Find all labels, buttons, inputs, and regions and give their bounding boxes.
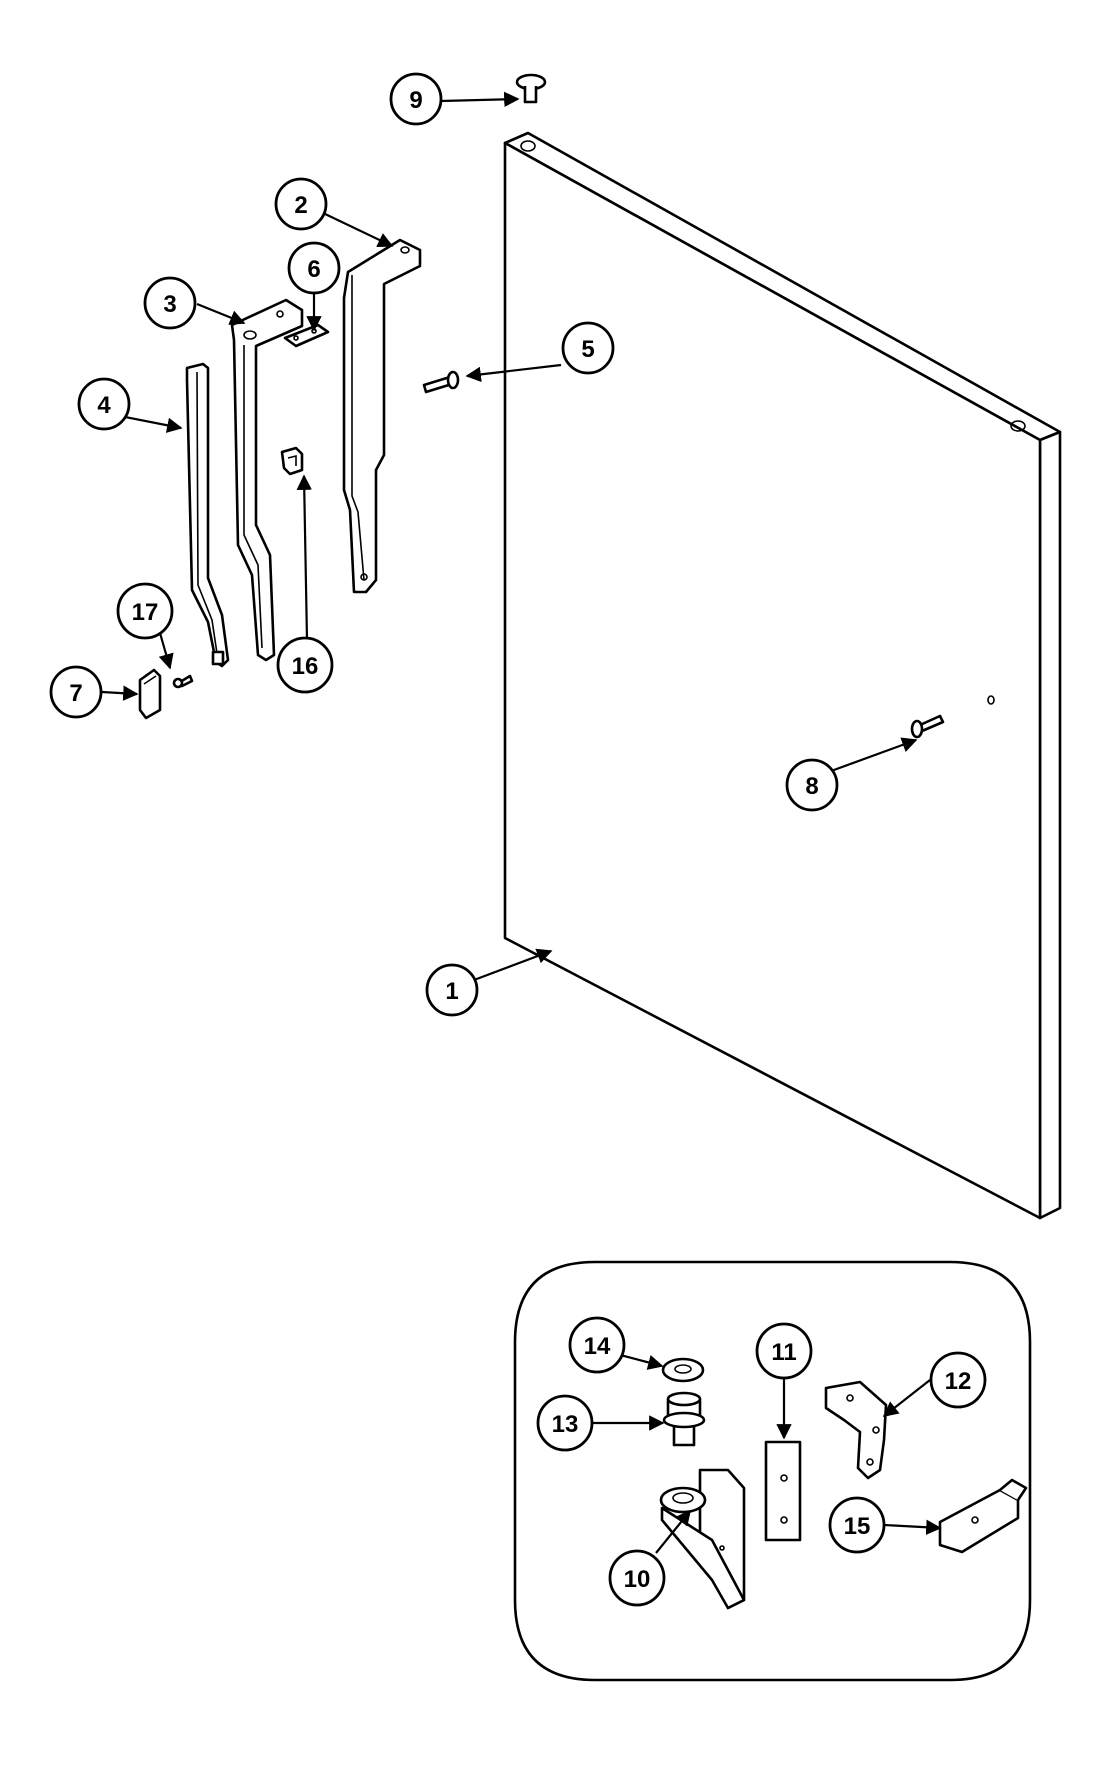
callout-3: 3 xyxy=(143,276,197,330)
callout-3-label: 3 xyxy=(163,291,176,318)
callout-4: 4 xyxy=(77,377,131,431)
callout-13-label: 13 xyxy=(552,1411,579,1438)
callout-17-label: 17 xyxy=(132,599,159,626)
callout-17: 17 xyxy=(116,582,174,640)
handle-screw xyxy=(910,714,945,739)
callout-14-label: 14 xyxy=(584,1333,611,1360)
callout-1-label: 1 xyxy=(445,978,458,1005)
callout-12-label: 12 xyxy=(945,1368,972,1395)
callout-1: 1 xyxy=(425,963,479,1017)
callout-5-label: 5 xyxy=(581,336,594,363)
callout-15: 15 xyxy=(828,1496,886,1554)
clip-part xyxy=(280,446,304,476)
callout-9-label: 9 xyxy=(409,87,422,114)
callout-12: 12 xyxy=(929,1351,987,1409)
callout-7-label: 7 xyxy=(69,680,82,707)
callout-9: 9 xyxy=(389,72,443,126)
callout-2: 2 xyxy=(274,177,328,231)
callout-7: 7 xyxy=(49,665,103,719)
callout-16: 16 xyxy=(276,636,334,694)
callout-6: 6 xyxy=(287,241,341,295)
callout-5: 5 xyxy=(561,321,615,375)
plug-part xyxy=(515,73,547,104)
callout-4-label: 4 xyxy=(97,392,111,419)
hinge-bracket-medium xyxy=(230,298,304,662)
callout-10-label: 10 xyxy=(624,1566,651,1593)
callout-15-label: 15 xyxy=(844,1513,871,1540)
callout-10: 10 xyxy=(608,1549,666,1607)
callout-13: 13 xyxy=(536,1394,594,1452)
leader-lines xyxy=(101,91,942,1554)
screw-part xyxy=(422,370,460,394)
callout-8-label: 8 xyxy=(805,773,818,800)
callout-11: 11 xyxy=(755,1322,813,1380)
end-cap-part xyxy=(138,668,162,720)
callout-2-label: 2 xyxy=(294,192,307,219)
callout-8: 8 xyxy=(785,758,839,812)
trim-strip xyxy=(185,362,230,668)
hinge-bracket-long xyxy=(342,238,422,594)
callout-14: 14 xyxy=(568,1316,626,1374)
callout-6-label: 6 xyxy=(307,256,320,283)
small-screw xyxy=(172,674,194,689)
door-panel xyxy=(503,131,1062,1220)
callout-16-label: 16 xyxy=(292,653,319,680)
callout-11-label: 11 xyxy=(771,1339,796,1366)
